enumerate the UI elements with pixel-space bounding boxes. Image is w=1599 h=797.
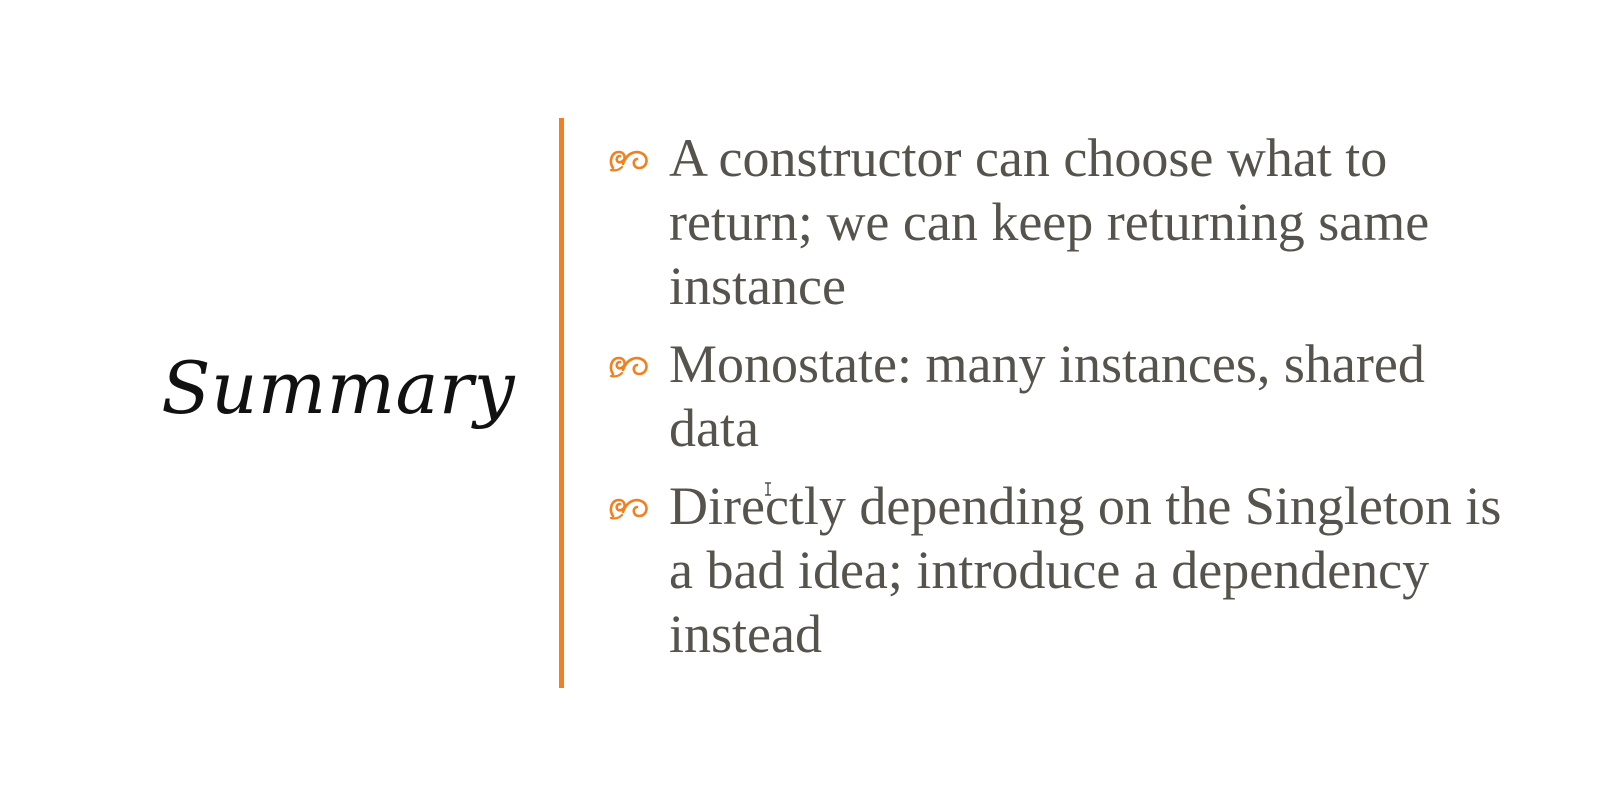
swirl-icon [607,346,653,382]
bullet-item: A constructor can choose what to return;… [607,126,1507,318]
bullet-item: Directly depending on the Singleton is a… [607,474,1507,666]
text-cursor-icon [764,482,772,496]
slide-title: Summary [161,346,515,430]
swirl-icon [607,140,653,176]
bullet-text: Monostate: many instances, shared data [669,334,1425,458]
accent-divider [559,118,564,688]
bullet-text: Directly depending on the Singleton is a… [669,476,1502,664]
bullet-list: A constructor can choose what to return;… [607,126,1507,680]
bullet-item: Monostate: many instances, shared data [607,332,1507,460]
bullet-text: A constructor can choose what to return;… [669,128,1430,316]
swirl-icon [607,488,653,524]
